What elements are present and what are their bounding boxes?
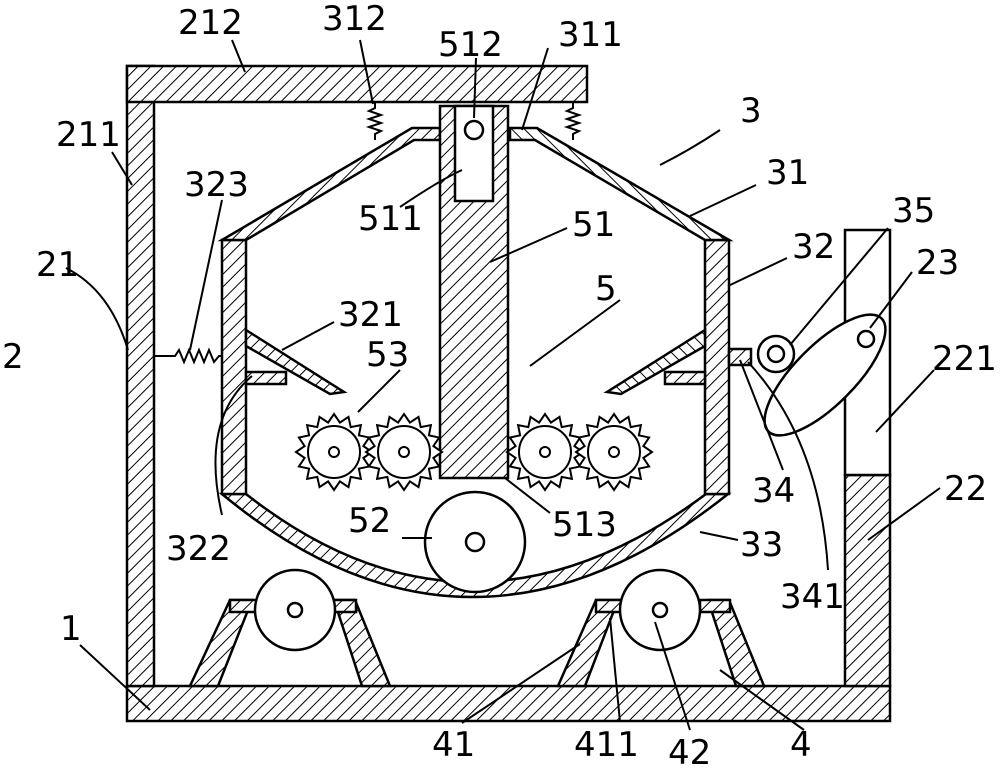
container-right-wall (703, 238, 731, 496)
label-2: 2 (2, 337, 24, 377)
big-wheel-axle (464, 531, 486, 553)
leader-lines (65, 39, 941, 731)
label-53: 53 (366, 335, 409, 375)
side-spring (154, 347, 225, 365)
right-support-cap-right (698, 598, 732, 614)
left-deflector-bracket (244, 370, 288, 386)
label-3: 3 (740, 91, 762, 131)
label-31: 31 (766, 153, 809, 193)
gear-hub-3 (539, 446, 551, 458)
label-52: 52 (348, 501, 391, 541)
label-411: 411 (574, 725, 639, 765)
label-35: 35 (892, 191, 935, 231)
label-51: 51 (572, 205, 615, 245)
label-322: 322 (166, 529, 231, 569)
label-33: 33 (740, 525, 783, 565)
right-deflector (603, 327, 707, 396)
label-312: 312 (322, 0, 387, 39)
slider-pin (463, 119, 485, 141)
label-341: 341 (780, 577, 845, 617)
top-spring-right (563, 102, 583, 140)
left-wall (125, 64, 156, 688)
right-post (843, 473, 892, 688)
container-left-wall (220, 238, 248, 496)
cam-axle (856, 329, 876, 349)
label-512: 512 (438, 25, 503, 65)
left-support-roller-axle (286, 601, 304, 619)
gear-hub-4 (608, 446, 620, 458)
label-21: 21 (36, 245, 79, 285)
leader-341 (747, 361, 829, 571)
side-bracket (727, 347, 753, 367)
lid-right (508, 126, 734, 242)
label-4: 4 (790, 725, 812, 765)
label-42: 42 (668, 733, 711, 773)
label-211: 211 (56, 115, 121, 155)
right-support-roller-axle (651, 601, 669, 619)
label-221: 221 (932, 339, 997, 379)
gear-hub-2 (398, 446, 410, 458)
label-5: 5 (595, 269, 617, 309)
gear-hub-1 (328, 446, 340, 458)
label-22: 22 (944, 469, 987, 509)
right-deflector-bracket (663, 370, 707, 386)
label-212: 212 (178, 3, 243, 43)
label-23: 23 (916, 243, 959, 283)
label-513: 513 (552, 505, 617, 545)
label-41: 41 (432, 725, 475, 765)
label-323: 323 (184, 165, 249, 205)
top-plate (125, 64, 589, 104)
label-311: 311 (558, 15, 623, 55)
follower-roller-axle (766, 344, 786, 364)
label-32: 32 (792, 227, 835, 267)
top-spring-left (365, 102, 385, 140)
label-321: 321 (338, 295, 403, 335)
gear-set (294, 412, 654, 492)
label-511: 511 (358, 199, 423, 239)
left-deflector (244, 327, 348, 396)
label-34: 34 (752, 471, 795, 511)
label-1: 1 (60, 609, 82, 649)
